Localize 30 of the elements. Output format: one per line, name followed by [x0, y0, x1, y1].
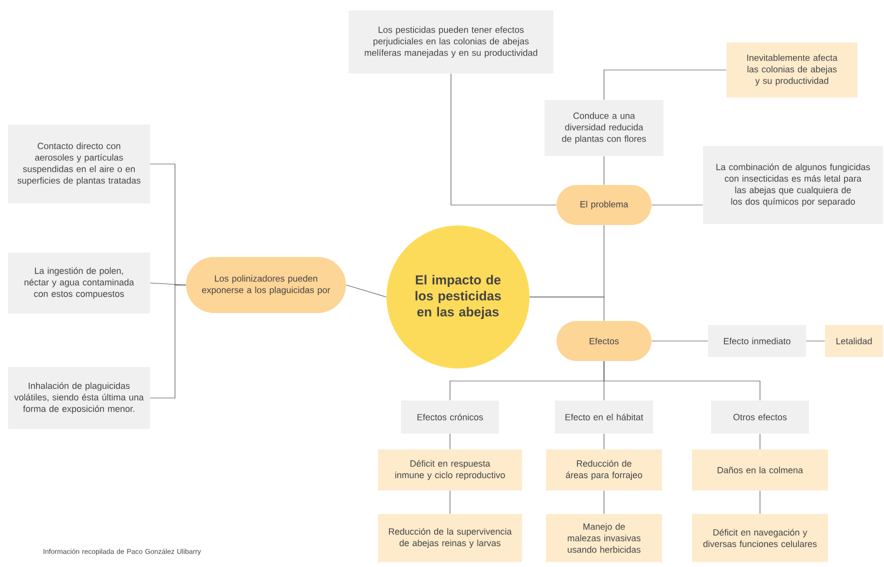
text-box: Reducción de áreas para forrajeo	[546, 450, 662, 490]
connector-line	[651, 340, 708, 342]
text-box: Déficit en respuesta inmune y ciclo reproductivo	[378, 450, 522, 490]
text-box: Efectos crónicos	[401, 400, 499, 434]
text-box: Manejo de malezas invasivas usando herbicidas	[546, 514, 662, 562]
connector-line	[604, 70, 727, 100]
connector-line	[150, 284, 186, 398]
text-box: Los pesticidas pueden tener efectos perjudiciales en las colonias de abejas melíferas manejadas y en su productividad	[348, 10, 554, 74]
connector-line	[651, 204, 704, 206]
text-box: Daños en la colmena	[692, 450, 828, 490]
text-box: Reducción de la supervivencia de abejas reinas y larvas	[378, 514, 522, 562]
text-box: Contacto directo con aerosoles y partículas suspendidas en el aire o en superficies de plantas tratadas	[8, 124, 150, 204]
text-box: Otros efectos	[711, 400, 809, 434]
branch-pill: Efectos	[556, 321, 652, 361]
connector-line	[806, 340, 826, 342]
text-box: Efecto inmediato	[708, 325, 806, 357]
text-box: La ingestión de polen, néctar y agua contaminada con estos compuestos	[8, 252, 150, 314]
text-box: Efecto en el hábitat	[555, 400, 653, 434]
text-box: Letalidad	[825, 325, 883, 357]
connector-line	[346, 284, 387, 298]
text-box: Inevitablemente afecta las colonias de abejas y su productividad	[726, 42, 858, 98]
text-box: Déficit en navegación y diversas funciones celulares	[692, 514, 828, 562]
branch-pill: El problema	[556, 185, 652, 225]
connector-line	[604, 360, 760, 401]
branch-pill: Los polinizadores pueden exponerse a los plaguicidas por	[186, 257, 346, 313]
connector-line	[529, 296, 604, 322]
text-box: Conduce a una diversidad reducida de plantas con flores	[544, 100, 664, 156]
text-box: Inhalación de plaguicidas volátiles, siendo ésta última una forma de exposición menor.	[8, 367, 150, 429]
text-box: La combinación de algunos fungicidas con insecticidas es más letal para las abejas que cualquiera de los dos químicos por separado	[703, 146, 883, 224]
connector-line	[450, 73, 557, 206]
